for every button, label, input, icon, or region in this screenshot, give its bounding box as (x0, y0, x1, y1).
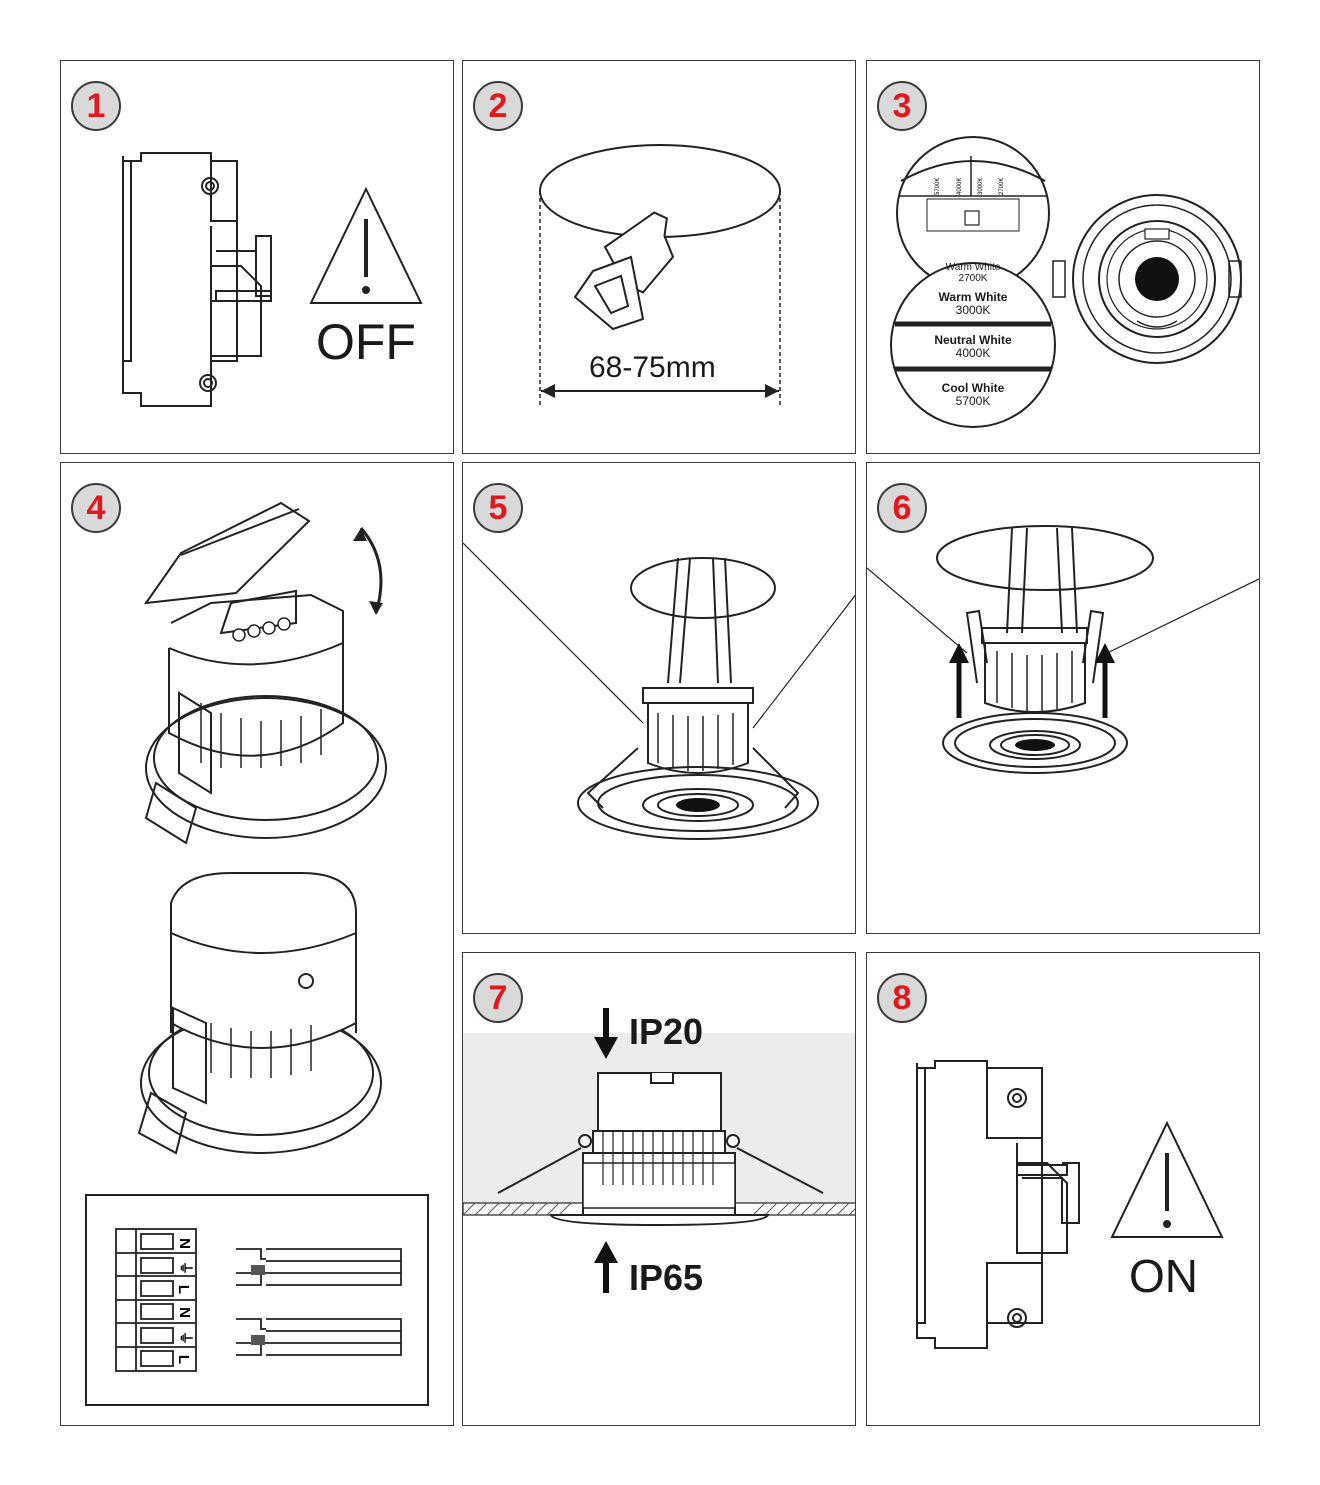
cct-option-2700k: Warm White 2700K (945, 262, 1001, 284)
saw-icon (573, 211, 675, 331)
step-number-badge: 4 (71, 483, 121, 533)
step-number-badge: 2 (473, 81, 523, 131)
cct-option-4000k: Neutral White 4000K (934, 333, 1012, 360)
switch-tick-2700k: 2700K (999, 177, 1005, 195)
step-number-badge: 6 (877, 483, 927, 533)
switch-tick-3000k: 3000K (978, 177, 984, 195)
cct-selector-illustration (890, 136, 1242, 428)
terminal-block (115, 1228, 197, 1372)
downlight-top-view (1052, 194, 1242, 364)
ceiling-cutout-illustration (539, 144, 781, 406)
terminal-label: L (175, 1284, 193, 1295)
terminal-label: ⏚ (178, 1331, 194, 1345)
cct-option-5700k: Cool White 5700K (941, 381, 1005, 408)
step-7-panel: 7 IP20 IP65 (462, 952, 856, 1426)
wiring-box-illustration (85, 501, 429, 1406)
step-number-badge: 3 (877, 81, 927, 131)
step-5-panel: 5 (462, 462, 856, 934)
ip65-label: IP65 (629, 1257, 704, 1298)
warning-triangle (309, 186, 423, 304)
terminal-label: N (175, 1238, 193, 1249)
warning-triangle (1110, 1120, 1224, 1238)
ip20-label: IP20 (629, 1011, 704, 1052)
off-label: OFF (316, 314, 416, 370)
step-number-badge: 1 (71, 81, 121, 131)
step-number-badge: 7 (473, 973, 523, 1023)
terminal-label: N (175, 1307, 193, 1318)
cutout-dimension-label: 68-75mm (589, 351, 716, 384)
step-4-panel: 4 (60, 462, 454, 1426)
step-8-panel: 8 ON (866, 952, 1260, 1426)
circuit-breaker-off-illustration (122, 152, 423, 407)
step-number-badge: 5 (473, 483, 523, 533)
insert-fitting-illustration (463, 542, 855, 840)
step-2-panel: 2 68-75mm (462, 60, 856, 454)
on-label: ON (1129, 1250, 1198, 1302)
step-3-panel: 3 5700K 4000K 3000K 2700K Warm Wh (866, 60, 1260, 454)
switch-tick-5700k: 5700K (935, 177, 941, 195)
step-6-panel: 6 (866, 462, 1260, 934)
circuit-breaker-on-illustration (916, 1060, 1224, 1349)
switch-tick-4000k: 4000K (957, 177, 963, 195)
step-number-badge: 8 (877, 973, 927, 1023)
cct-option-3000k: Warm White 3000K (938, 290, 1008, 317)
terminal-label: ⏚ (178, 1261, 194, 1275)
step-1-panel: 1 OFF (60, 60, 454, 454)
push-fitting-illustration (867, 525, 1259, 774)
ip-rating-illustration (463, 1008, 855, 1293)
terminal-label: L (175, 1354, 193, 1365)
